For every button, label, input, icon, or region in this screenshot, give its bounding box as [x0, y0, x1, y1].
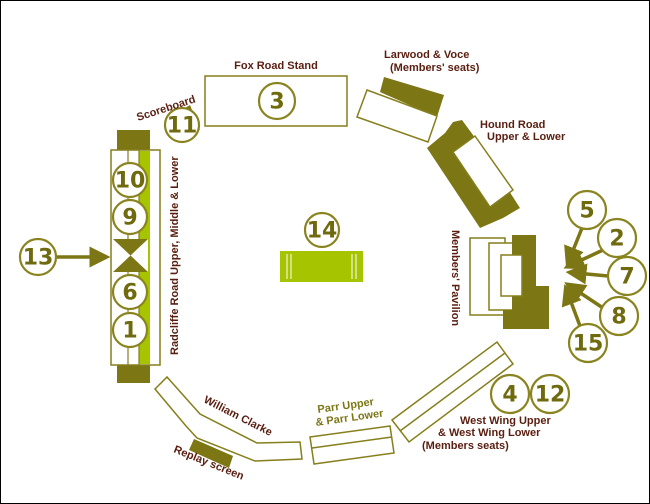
- fox-road-label: Fox Road Stand: [234, 60, 318, 72]
- gate-13[interactable]: 13: [18, 237, 111, 277]
- radcliffe-road-label: Radcliffe Road Upper, Middle & Lower: [169, 156, 181, 355]
- svg-text:2: 2: [609, 227, 624, 252]
- svg-text:6: 6: [122, 281, 137, 306]
- members-pavilion[interactable]: Members' Pavilion: [449, 230, 549, 329]
- stand-number-3: 3: [269, 90, 284, 115]
- gate-12[interactable]: 12: [529, 373, 571, 415]
- pavilion-entrances: 5 2 7 8 15: [561, 189, 648, 364]
- pitch[interactable]: 14: [280, 211, 363, 282]
- gate-10[interactable]: 10: [111, 161, 149, 199]
- svg-text:10: 10: [115, 169, 146, 194]
- gate-1[interactable]: 1: [111, 311, 149, 349]
- west-wing-members-label: (Members seats): [422, 440, 509, 452]
- svg-text:7: 7: [619, 265, 634, 290]
- gate-9[interactable]: 9: [111, 198, 149, 236]
- gate-8[interactable]: 8: [598, 295, 640, 337]
- west-wing-label: West Wing Upper: [460, 415, 551, 427]
- gate-4[interactable]: 4: [489, 373, 531, 415]
- svg-text:13: 13: [23, 246, 54, 271]
- gate-15[interactable]: 15: [567, 322, 609, 364]
- gate-5[interactable]: 5: [566, 189, 608, 231]
- gate-2[interactable]: 2: [596, 217, 638, 259]
- svg-text:11: 11: [167, 114, 198, 139]
- svg-text:1: 1: [122, 319, 137, 344]
- larwood-voce-sublabel: (Members' seats): [390, 62, 480, 74]
- hound-road-label: Hound Road: [480, 119, 545, 131]
- fox-road-stand[interactable]: Fox Road Stand 3: [204, 60, 348, 127]
- svg-text:9: 9: [122, 206, 137, 231]
- crossed-box-icon: [113, 239, 148, 272]
- radcliffe-road-stand[interactable]: 10 9 6 1 Radcliffe Road Upper, Middle & …: [110, 130, 181, 383]
- pavilion-label: Members' Pavilion: [449, 230, 461, 326]
- svg-text:5: 5: [579, 199, 594, 224]
- svg-text:8: 8: [611, 305, 626, 330]
- west-wing-sublabel: & West Wing Lower: [438, 427, 541, 439]
- larwood-voce-label: Larwood & Voce: [384, 49, 469, 61]
- hound-road-stand[interactable]: Hound Road Upper & Lower: [427, 119, 566, 228]
- svg-text:15: 15: [573, 332, 604, 357]
- gate-7[interactable]: 7: [606, 255, 648, 297]
- svg-text:14: 14: [307, 219, 338, 244]
- west-wing-stand[interactable]: 4 12 West Wing Upper & West Wing Lower (…: [390, 340, 571, 452]
- gate-6[interactable]: 6: [111, 273, 149, 311]
- larwood-voce-stand[interactable]: Larwood & Voce (Members' seats): [356, 49, 480, 143]
- svg-text:4: 4: [502, 383, 517, 408]
- svg-text:12: 12: [535, 383, 566, 408]
- hound-road-sublabel: Upper & Lower: [487, 131, 566, 143]
